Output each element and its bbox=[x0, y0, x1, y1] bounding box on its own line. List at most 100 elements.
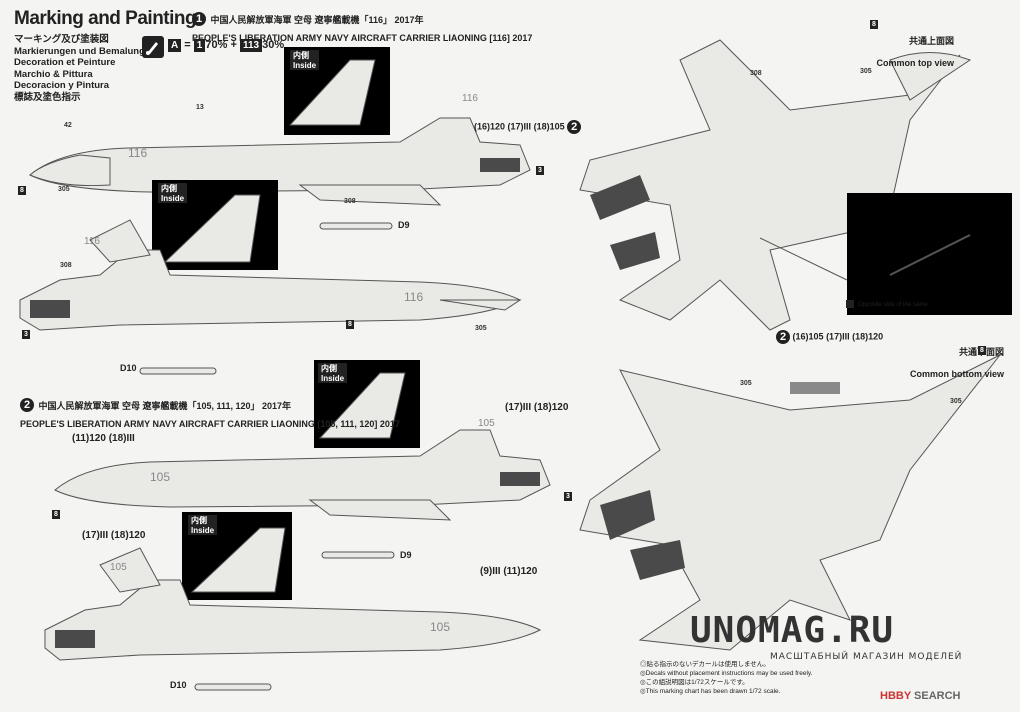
logo-a: H bbox=[880, 690, 888, 702]
top-view-en: Common top view bbox=[876, 58, 954, 68]
paint-p1: 70% bbox=[205, 39, 228, 51]
mark-d-0: (17)III bbox=[505, 402, 532, 413]
callout-305: 305 bbox=[58, 186, 70, 193]
inside-tag-3: 内側 Inside bbox=[318, 363, 348, 386]
scheme2-jp: 中国人民解放軍海軍 空母 遼寧艦載機「105, 111, 120」 2017年 bbox=[38, 401, 292, 411]
aircraft-1-right-side bbox=[19, 219, 522, 331]
bottom-view-en: Common bottom view bbox=[910, 369, 1004, 379]
mark-c-0: (11)120 bbox=[72, 433, 106, 444]
side-number-116-a: 116 bbox=[128, 146, 148, 160]
top-view-aircraft bbox=[579, 39, 972, 331]
aircraft-1-left-side bbox=[29, 117, 531, 206]
callout-8: 8 bbox=[18, 186, 26, 195]
tail-number-116: 116 bbox=[462, 93, 478, 104]
callout-3b: 3 bbox=[22, 330, 30, 339]
left-drawings bbox=[19, 47, 551, 691]
mark-a-1: (17)III bbox=[507, 121, 532, 132]
scheme1-number: 1 bbox=[192, 11, 206, 26]
scheme2-number: 2 bbox=[20, 397, 34, 412]
callout-305d: 305 bbox=[740, 380, 752, 387]
callout-8c: 8 bbox=[52, 510, 60, 519]
tail-marks-c: (11)120 (18)III bbox=[72, 433, 135, 444]
paint-plus: + bbox=[230, 39, 237, 51]
callout-3c: 3 bbox=[564, 492, 572, 501]
bottom-view-aircraft bbox=[579, 354, 1001, 651]
watermark-sub: МАСШТАБНЫЙ МАГАЗИН МОДЕЛЕЙ bbox=[770, 652, 963, 662]
logo-c: SEARCH bbox=[914, 690, 961, 702]
mark-d-1: (18)120 bbox=[533, 402, 569, 413]
scheme1-en: PEOPLE'S LIBERATION ARMY NAVY AIRCRAFT C… bbox=[192, 33, 533, 43]
pylon-d9-a: D9 bbox=[398, 220, 410, 230]
tail-marks-f: (17)III (18)120 bbox=[82, 530, 145, 541]
right-drawings bbox=[579, 39, 1012, 651]
tail-number-105: 105 bbox=[478, 418, 495, 429]
top-view-jp: 共通上面図 bbox=[908, 36, 954, 46]
inside-tag-1-text: 内側 Inside bbox=[158, 183, 188, 203]
inside-tag-2-text: 内側 Inside bbox=[290, 50, 320, 70]
scheme1-banner: 1 中国人民解放軍海軍 空母 遼寧艦載機「116」 2017年 PEOPLE'S… bbox=[192, 10, 532, 46]
callout-8d: 8 bbox=[870, 20, 878, 29]
callout-42: 42 bbox=[64, 122, 72, 129]
scheme2-en: PEOPLE'S LIBERATION ARMY NAVY AIRCRAFT C… bbox=[20, 419, 400, 429]
scheme1-jp: 中国人民解放軍海軍 空母 遼寧艦載機「116」 2017年 bbox=[210, 15, 424, 25]
detail-note: Opposite side of the same bbox=[858, 302, 928, 308]
tail-marks-a: (16)120 (17)III (18)105 2 bbox=[474, 120, 582, 134]
mark-b-1: (17)III bbox=[826, 331, 850, 342]
mark-b-2: (18)120 bbox=[852, 331, 884, 342]
paint-p2: 30% bbox=[262, 39, 285, 51]
side-number-116-b: 116 bbox=[404, 290, 424, 304]
hobbysearch-logo: HBBY SEARCH bbox=[880, 690, 961, 702]
mark-f-0: (17)III bbox=[82, 530, 109, 541]
callout-305b: 305 bbox=[475, 325, 487, 332]
callout-13: 13 bbox=[196, 104, 204, 111]
mark-b-3: 2 bbox=[776, 330, 790, 344]
mark-c-1: (18)III bbox=[108, 433, 135, 444]
paint-c2: 113 bbox=[239, 39, 263, 52]
tail-marks-b: 2 (16)105 (17)III (18)120 bbox=[776, 330, 883, 344]
pylon-d10-b: D10 bbox=[170, 680, 187, 690]
inside-tag-1: 内側 Inside bbox=[158, 183, 188, 206]
pylon-d10-a: D10 bbox=[120, 363, 137, 373]
aircraft-2-right-side bbox=[44, 547, 542, 661]
tail-number-105-b: 105 bbox=[110, 562, 127, 573]
paint-code: A bbox=[168, 39, 182, 52]
footer-notes: ◎貼る指示のないデカールは使用しません。 ◎Decals without pla… bbox=[640, 661, 813, 695]
mark-a-3: 2 bbox=[567, 120, 582, 134]
mark-a-0: (16)120 bbox=[474, 121, 506, 132]
paint-eq: = bbox=[184, 39, 191, 51]
paint-brush-icon bbox=[142, 36, 164, 58]
top-view-label: 共通上面図 Common top view bbox=[871, 25, 954, 69]
mark-a-2: (18)105 bbox=[533, 121, 565, 132]
aircraft-2-left-side bbox=[54, 429, 551, 521]
callout-308: 308 bbox=[344, 198, 356, 205]
bottom-view-label: 共通下面図 Common bottom view bbox=[905, 336, 1004, 380]
tail-marks-e: (9)III (11)120 bbox=[480, 566, 537, 577]
callout-8e: 8 bbox=[978, 346, 986, 355]
callout-3: 3 bbox=[536, 166, 544, 175]
tail-marks-d: (17)III (18)120 bbox=[505, 402, 568, 413]
mark-e-0: (9)III bbox=[480, 566, 501, 577]
inside-tag-4-text: 内側 Inside bbox=[188, 515, 218, 535]
inside-tag-4: 内側 Inside bbox=[188, 515, 218, 538]
side-number-105-a: 105 bbox=[150, 470, 171, 484]
pylon-d9-b: D9 bbox=[400, 550, 412, 560]
callout-305e: 305 bbox=[950, 398, 962, 405]
callout-308c: 308 bbox=[750, 70, 762, 77]
page-title: Marking and Painting bbox=[14, 8, 197, 29]
paint-brush-icon-small bbox=[846, 300, 854, 308]
mark-e-1: (11)120 bbox=[503, 566, 538, 577]
language-list: マーキング及び塗装図 Markierungen und Bemalung Dec… bbox=[14, 34, 145, 103]
mark-b-0: (16)105 bbox=[792, 331, 824, 342]
callout-8b: 8 bbox=[346, 320, 354, 329]
logo-b: BBY bbox=[887, 690, 911, 702]
callout-305c: 305 bbox=[860, 68, 872, 75]
tail-number-116-b: 116 bbox=[84, 236, 100, 247]
inside-tag-3-text: 内側 Inside bbox=[318, 363, 348, 383]
scheme2-banner: 2 中国人民解放軍海軍 空母 遼寧艦載機「105, 111, 120」 2017… bbox=[20, 396, 400, 432]
paint-c1: 1 bbox=[193, 39, 206, 52]
callout-308b: 308 bbox=[60, 262, 72, 269]
mark-f-1: (18)120 bbox=[110, 530, 146, 541]
inside-tag-2: 内側 Inside bbox=[290, 50, 320, 73]
watermark: UNOMAG.RU bbox=[690, 610, 895, 651]
